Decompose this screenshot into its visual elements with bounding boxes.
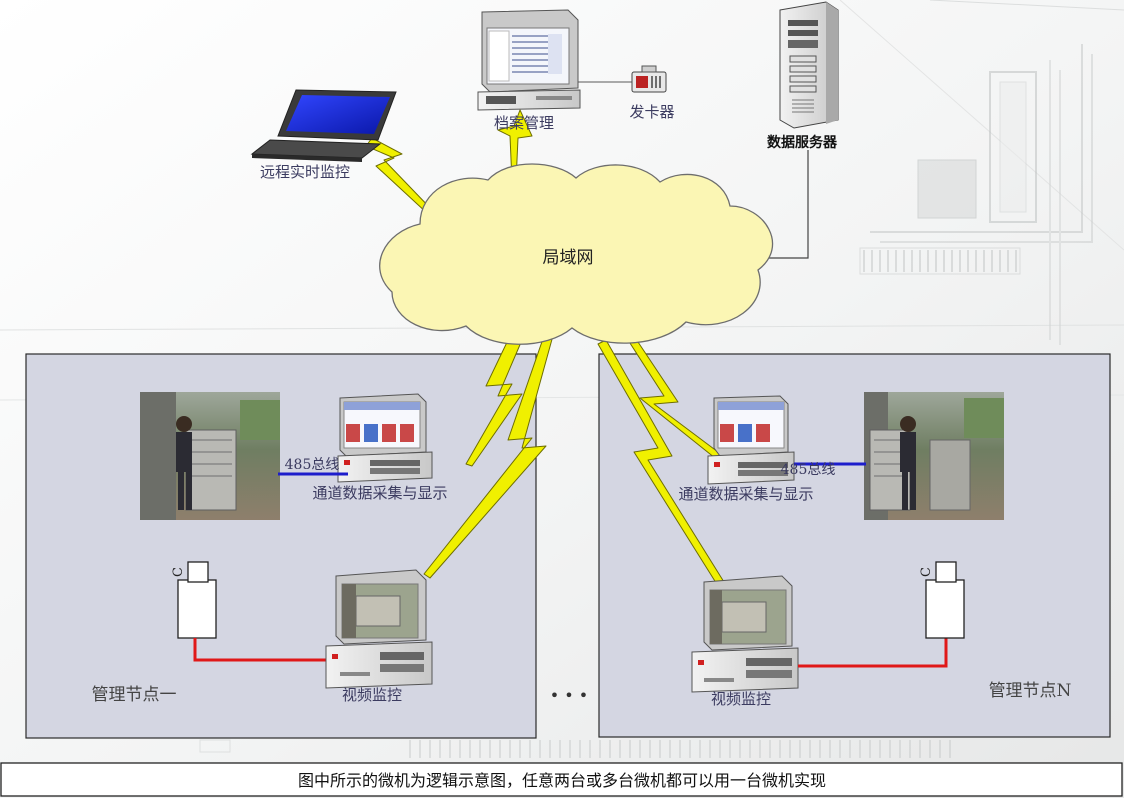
lan-cloud: 局域网 <box>379 163 774 345</box>
circuit-board-decoration <box>859 44 1093 345</box>
card-issuer-icon <box>631 65 667 93</box>
video-workstation-left <box>325 569 433 689</box>
camera-c-label-right: C <box>919 567 934 577</box>
channel-workstation-right <box>707 395 795 485</box>
camera-icon-right <box>925 561 965 639</box>
camera-c-label-left: C <box>171 567 186 577</box>
video-cable-left <box>193 638 330 662</box>
node-one-panel <box>25 353 537 739</box>
turnstile-photo-left <box>140 392 280 520</box>
camera-icon-left <box>177 561 217 639</box>
channel-label-right: 通道数据采集与显示 <box>678 485 813 503</box>
channel-label-left: 通道数据采集与显示 <box>312 484 447 502</box>
server-lan-link <box>762 150 809 259</box>
card-issuer-label: 发卡器 <box>629 103 674 121</box>
video-cable-right <box>798 638 948 668</box>
footer-note-box <box>0 762 1123 797</box>
archive-mgmt-label: 档案管理 <box>494 114 554 132</box>
remote-monitor-label: 远程实时监控 <box>260 163 350 181</box>
node-n-panel <box>598 353 1111 738</box>
bus-485-label-right: 485总线 <box>781 462 836 478</box>
turnstile-photo-right <box>864 392 1004 520</box>
bottom-strip-decoration <box>199 739 951 758</box>
video-label-left: 视频监控 <box>342 686 402 704</box>
bus-485-label-left: 485总线 <box>285 457 340 473</box>
footer-note: 图中所示的微机为逻辑示意图，任意两台或多台微机都可以用一台微机实现 <box>298 771 826 790</box>
channel-workstation-left <box>337 393 433 483</box>
laptop-icon <box>250 89 397 162</box>
lan-label: 局域网 <box>543 248 594 268</box>
node-n-label: 管理节点N <box>989 681 1072 701</box>
lightning-bolt-icon <box>465 335 523 467</box>
lightning-bolt-icon <box>423 329 555 579</box>
video-workstation-right <box>691 575 799 693</box>
data-server-label: 数据服务器 <box>767 134 838 151</box>
video-label-right: 视频监控 <box>711 690 771 708</box>
server-tower-icon <box>779 1 839 129</box>
nodes-ellipsis: • • • <box>550 686 588 705</box>
node-one-label: 管理节点一 <box>92 685 177 705</box>
archive-workstation-icon <box>477 9 581 111</box>
